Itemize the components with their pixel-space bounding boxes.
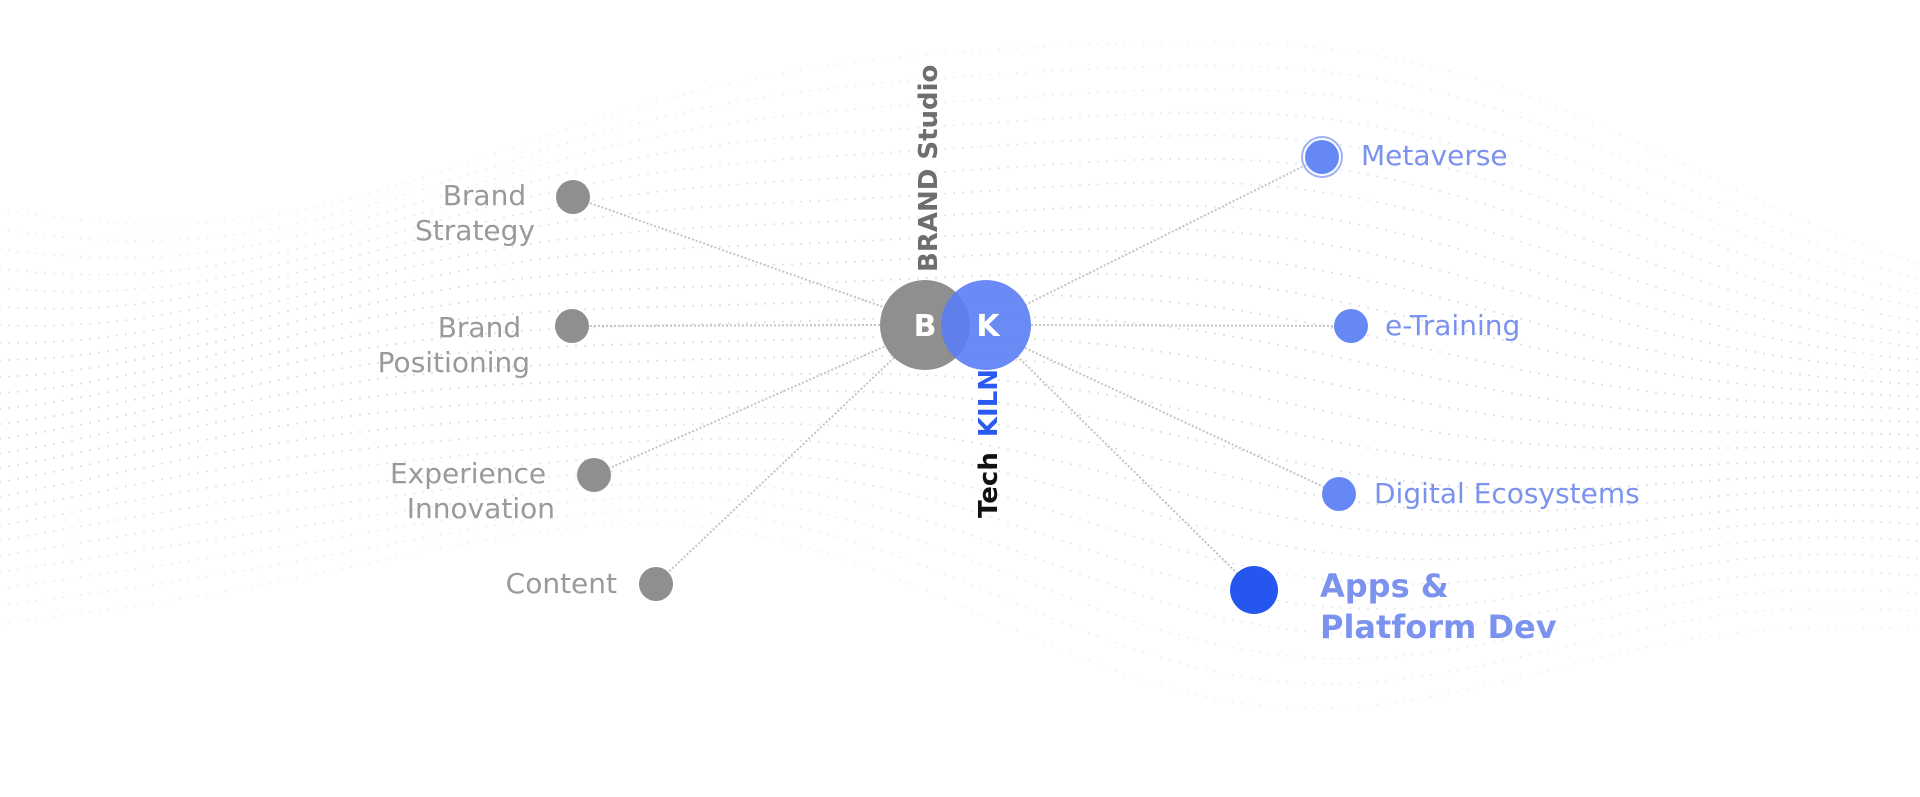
apps-platform-dev-node[interactable] <box>1230 566 1278 614</box>
service-metaverse[interactable]: Metaverse <box>1301 136 1508 178</box>
content-node[interactable] <box>639 567 673 601</box>
e-training-label: e-Training <box>1385 309 1520 342</box>
experience-innovation-label: Experience Innovation <box>390 457 555 525</box>
connector-line-5 <box>1030 324 1352 327</box>
connector-line-2 <box>593 344 889 476</box>
connector-line-1 <box>571 324 881 327</box>
connector-line-4 <box>1024 156 1323 306</box>
service-experience-innovation[interactable]: Experience Innovation <box>390 457 611 525</box>
content-label: Content <box>506 567 617 600</box>
tech-services: Metaverse e-Training Digital Ecosystems … <box>1230 136 1640 646</box>
hub: B K BRAND Studio Tech KILN <box>880 65 1031 518</box>
digital-ecosystems-node[interactable] <box>1322 477 1356 511</box>
experience-innovation-node[interactable] <box>577 458 611 492</box>
connector-lines <box>571 156 1352 591</box>
digital-ecosystems-label: Digital Ecosystems <box>1374 477 1640 510</box>
tech-label: Tech <box>974 452 1004 518</box>
brand-positioning-node[interactable] <box>555 309 589 343</box>
service-e-training[interactable]: e-Training <box>1334 309 1520 343</box>
service-brand-positioning[interactable]: Brand Positioning <box>378 309 589 379</box>
hub-letter-k: K <box>976 309 1001 344</box>
apps-platform-dev-label: Apps & Platform Dev <box>1320 567 1557 646</box>
dotted-wave-background <box>0 41 1918 710</box>
service-brand-strategy[interactable]: Brand Strategy <box>415 179 590 247</box>
connector-line-7 <box>1016 355 1255 591</box>
service-content[interactable]: Content <box>506 567 673 601</box>
brand-strategy-node[interactable] <box>556 180 590 214</box>
brand-services: Brand Strategy Brand Positioning Experie… <box>378 179 673 601</box>
brand-positioning-label: Brand Positioning <box>378 311 530 379</box>
connector-line-0 <box>572 196 887 309</box>
brand-strategy-label: Brand Strategy <box>415 179 535 247</box>
metaverse-node[interactable] <box>1305 140 1339 174</box>
tech-kiln-label: Tech KILN <box>974 369 1004 518</box>
brand-studio-label: BRAND Studio <box>914 65 944 272</box>
connector-line-6 <box>1024 347 1340 495</box>
kiln-label: KILN <box>974 369 1004 437</box>
connector-line-3 <box>655 354 898 585</box>
hub-letter-b: B <box>914 309 937 344</box>
e-training-node[interactable] <box>1334 309 1368 343</box>
metaverse-node-ring <box>1301 136 1343 178</box>
service-apps-platform-dev[interactable]: Apps & Platform Dev <box>1230 566 1557 646</box>
tech-kiln-hub-circle[interactable] <box>941 280 1031 370</box>
service-digital-ecosystems[interactable]: Digital Ecosystems <box>1322 477 1640 511</box>
metaverse-label: Metaverse <box>1361 139 1508 172</box>
